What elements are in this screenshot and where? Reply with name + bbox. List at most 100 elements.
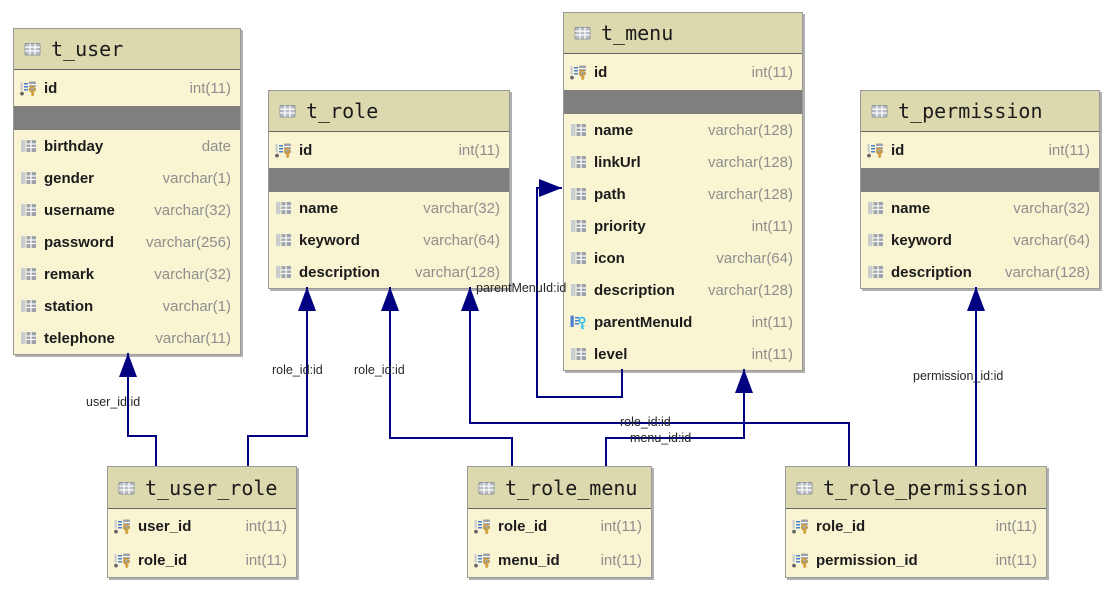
column-icon — [570, 154, 587, 170]
column-type: int(11) — [600, 551, 642, 569]
column-name: linkUrl — [594, 153, 641, 171]
column-name: keyword — [299, 231, 360, 249]
column-type: int(11) — [245, 551, 287, 569]
column-icon — [275, 264, 292, 280]
column-type: varchar(128) — [707, 185, 793, 203]
column-name: name — [299, 199, 339, 217]
column-name: id — [44, 79, 58, 97]
column-name: level — [594, 345, 628, 363]
column-name: parentMenuId — [594, 313, 693, 331]
column-type: varchar(1) — [162, 297, 231, 315]
column-name: password — [44, 233, 115, 251]
relationship-t_user_role-to-t_user[interactable] — [119, 353, 157, 466]
table-icon — [478, 480, 495, 496]
column-name: description — [594, 281, 675, 299]
column-row-path: path varchar(128) — [564, 178, 802, 210]
table-header-t_user[interactable]: t_user — [14, 29, 240, 70]
column-row-icon: icon varchar(64) — [564, 242, 802, 274]
column-icon — [20, 138, 37, 154]
relationship-label-t_role_menu-to-t_role: role_id:id — [354, 363, 405, 377]
table-header-t_user_role[interactable]: t_user_role — [108, 467, 296, 509]
column-icon — [570, 250, 587, 266]
column-name: id — [594, 63, 608, 81]
column-type: varchar(11) — [155, 329, 231, 347]
primary-key-icon — [867, 142, 884, 158]
column-type: int(11) — [751, 63, 793, 81]
table-header-t_role[interactable]: t_role — [269, 91, 509, 132]
column-name: username — [44, 201, 115, 219]
column-type: varchar(32) — [423, 199, 500, 217]
relationship-label-t_user_role-to-t_user: user_id:id — [86, 395, 141, 409]
table-name: t_menu — [601, 21, 674, 45]
relationship-label-t_menu-self-parentMenuId: parentMenuId:id — [476, 281, 567, 295]
column-type: int(11) — [751, 217, 793, 235]
collapsed-columns-bar — [269, 168, 509, 192]
column-type: int(11) — [245, 517, 287, 535]
column-type: varchar(32) — [1013, 199, 1090, 217]
column-icon — [867, 264, 884, 280]
table-header-t_role_menu[interactable]: t_role_menu — [468, 467, 651, 509]
column-name: keyword — [891, 231, 952, 249]
column-type: int(11) — [1048, 141, 1090, 159]
table-header-t_permission[interactable]: t_permission — [861, 91, 1099, 132]
column-type: varchar(1) — [162, 169, 231, 187]
column-icon — [20, 298, 37, 314]
column-row-keyword: keyword varchar(64) — [861, 224, 1099, 256]
primary-key-icon — [474, 518, 491, 534]
column-icon — [570, 346, 587, 362]
column-icon — [20, 170, 37, 186]
table-name: t_permission — [898, 99, 1043, 123]
table-name: t_user — [51, 37, 124, 61]
column-type: varchar(128) — [707, 121, 793, 139]
column-name: birthday — [44, 137, 104, 155]
primary-key-icon — [474, 552, 491, 568]
relationship-label-t_user_role-to-t_role: role_id:id — [272, 363, 323, 377]
table-name: t_role_menu — [505, 475, 638, 500]
table-icon — [871, 103, 888, 119]
collapsed-columns-bar — [861, 168, 1099, 192]
column-icon — [570, 122, 587, 138]
column-name: role_id — [816, 517, 866, 535]
table-header-t_role_permission[interactable]: t_role_permission — [786, 467, 1046, 509]
column-name: icon — [594, 249, 625, 267]
column-icon — [275, 200, 292, 216]
column-name: permission_id — [816, 551, 918, 569]
foreign-key-icon — [570, 314, 587, 330]
column-name: id — [891, 141, 905, 159]
collapsed-columns-bar — [564, 90, 802, 114]
column-type: varchar(128) — [1004, 263, 1090, 281]
column-type: varchar(64) — [1013, 231, 1090, 249]
column-name: role_id — [498, 517, 548, 535]
table-header-t_menu[interactable]: t_menu — [564, 13, 802, 54]
column-name: telephone — [44, 329, 115, 347]
table-name: t_user_role — [145, 475, 278, 500]
column-type: varchar(64) — [716, 249, 793, 267]
column-icon — [275, 232, 292, 248]
column-name: path — [594, 185, 626, 203]
column-type: int(11) — [751, 345, 793, 363]
primary-key-icon — [114, 552, 131, 568]
column-name: description — [299, 263, 380, 281]
column-type: varchar(64) — [423, 231, 500, 249]
table-name: t_role_permission — [823, 475, 1028, 500]
column-name: gender — [44, 169, 95, 187]
